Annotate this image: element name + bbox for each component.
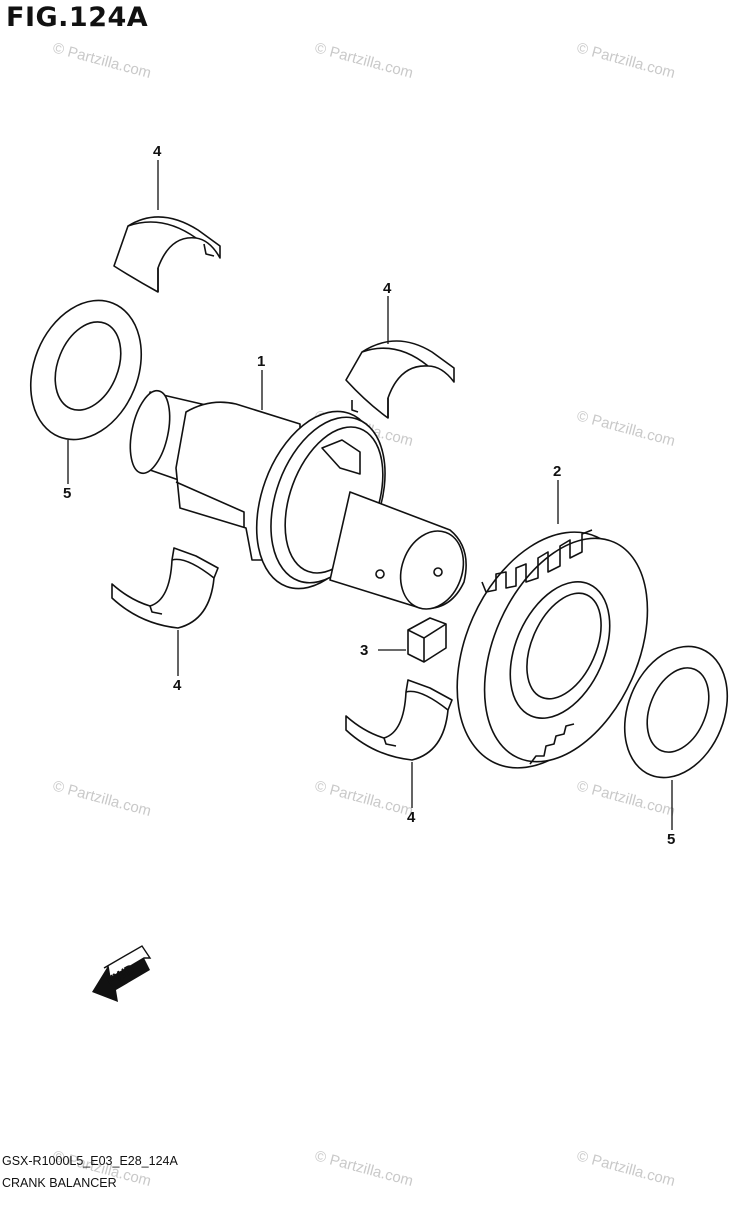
bearing-half-bottom-left: [111, 547, 219, 629]
watermark: © Partzilla.com: [575, 39, 677, 82]
figure-name: CRANK BALANCER: [2, 1176, 117, 1190]
watermark: © Partzilla.com: [575, 407, 677, 450]
watermark: © Partzilla.com: [575, 777, 677, 820]
callout-washer-right: 5: [667, 831, 675, 848]
callout-washer-left: 5: [63, 485, 71, 502]
callout-bearing-bottom-left: 4: [173, 677, 182, 694]
watermark: © Partzilla.com: [575, 1147, 677, 1190]
bearing-half-bottom-right: [345, 679, 453, 761]
callout-bearing-top-left: 4: [153, 143, 162, 160]
woodruff-key: [407, 617, 447, 663]
callout-bearing-bottom-right: 4: [407, 809, 416, 826]
bearing-half-top-right: [345, 340, 455, 419]
thrust-washer-left: [29, 299, 143, 441]
watermark: © Partzilla.com: [313, 1147, 415, 1190]
watermark: © Partzilla.com: [313, 39, 415, 82]
figure-title: FIG.124A: [6, 2, 149, 33]
callout-bearing-top-right: 4: [383, 280, 392, 297]
bearing-half-top-left: [113, 216, 221, 293]
balancer-driven-gear: [456, 529, 649, 769]
fwd-arrow-icon: FWD: [92, 945, 152, 1002]
balancer-shaft: [129, 389, 467, 610]
callouts: 4 4 1 2 3 4 4 5 5: [63, 143, 675, 848]
figure-code: GSX-R1000L5_E03_E28_124A: [2, 1154, 178, 1168]
callout-part-2: 2: [553, 463, 561, 480]
thrust-washer-right: [623, 645, 729, 779]
watermark: © Partzilla.com: [313, 777, 415, 820]
leader-lines: [67, 160, 673, 830]
callout-part-1: 1: [257, 353, 265, 370]
watermark: © Partzilla.com: [51, 777, 153, 820]
callout-part-3: 3: [360, 642, 368, 659]
watermark: © Partzilla.com: [51, 39, 153, 82]
